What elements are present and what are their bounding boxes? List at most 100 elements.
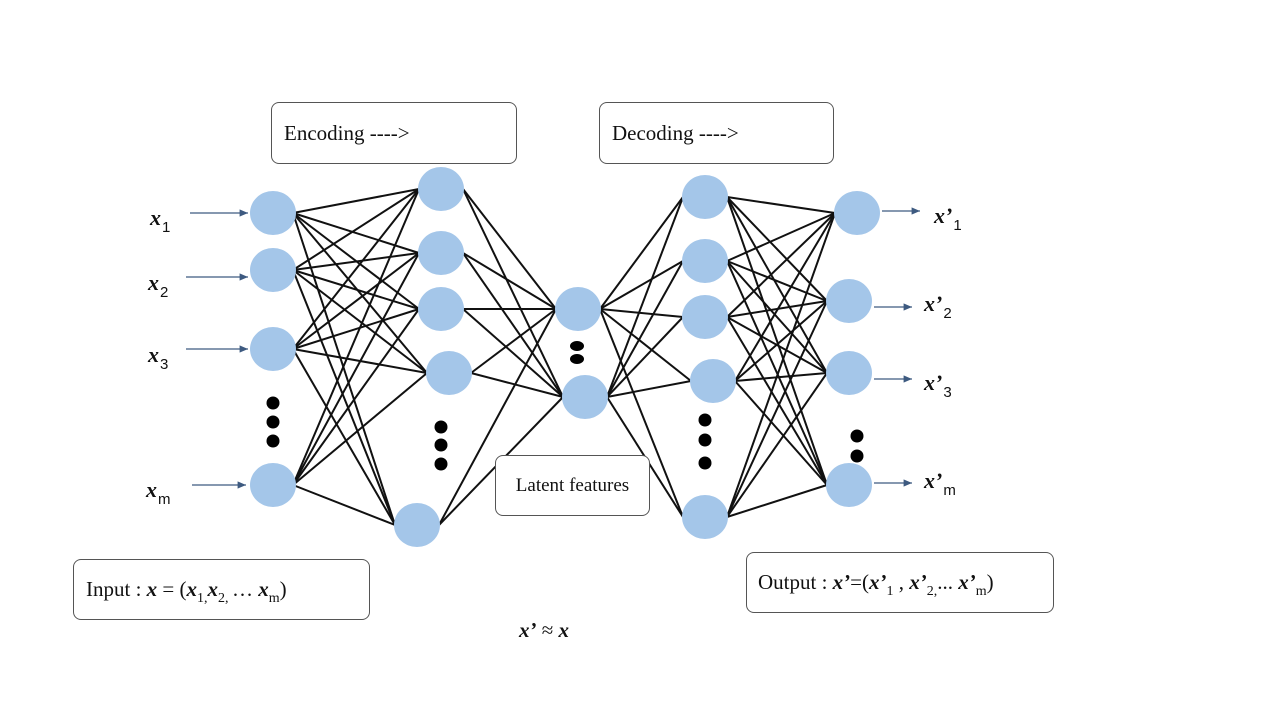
neuron-node-layer-2 [418,287,464,331]
edge-decoder-2 [726,484,828,518]
neuron-node-layer-1 [250,191,296,235]
edge-encoder-1 [292,188,420,350]
output-label-1: x’1 [934,203,962,234]
connection-lines [292,188,836,526]
neuron-node-layer-5 [826,463,872,507]
output-formula-box: Output : x’=(x’1 , x’2,... x’m) [746,552,1054,613]
neuron-node-layer-5 [826,351,872,395]
edge-encoder-1 [292,269,396,526]
edge-encoder-1 [292,372,428,486]
neuron-node-layer-1 [250,248,296,292]
edge-encoder-1 [292,269,420,310]
output-formula: Output : x’=(x’1 , x’2,... x’m) [758,570,994,599]
ellipsis-dot [266,396,280,410]
input-label-1: x1 [150,205,171,236]
output-label-m: x’m [924,468,956,499]
edge-encoder-1 [292,308,420,350]
edge-encoder-2 [462,308,564,398]
edge-decoder-2 [726,260,828,374]
edge-decoder-2 [726,212,836,518]
edge-encoder-1 [292,188,420,486]
ellipsis-dot [266,434,280,448]
edge-decoder-1 [599,308,692,382]
edge-encoder-1 [292,188,420,271]
edge-decoder-1 [599,196,684,310]
edge-encoder-1 [292,269,428,374]
neuron-node-layer-1 [250,327,296,371]
edge-encoder-2 [470,372,564,398]
encoding-box: Encoding ----> [271,102,517,164]
edge-encoder-2 [438,308,557,526]
ellipsis-dot [850,429,864,443]
edge-encoder-1 [292,188,420,214]
edge-encoder-2 [462,252,564,398]
neuron-node-layer-3 [555,287,601,331]
ellipsis-dot [434,457,448,471]
ellipsis-dot [850,449,864,463]
edge-decoder-2 [726,196,828,374]
edge-decoder-2 [726,196,828,486]
edge-decoder-1 [606,316,684,398]
edge-encoder-1 [292,252,420,486]
output-label-3: x’3 [924,370,952,401]
edge-decoder-2 [734,380,828,486]
neuron-node-layer-2 [418,167,464,211]
neuron-node-layer-2 [418,231,464,275]
edge-encoder-1 [292,308,420,486]
neuron-node-layer-4 [682,495,728,539]
decoding-box: Decoding ----> [599,102,834,164]
ellipsis-dot [434,420,448,434]
edge-decoder-2 [726,260,828,302]
edge-decoder-2 [734,300,828,382]
edge-decoder-2 [734,372,828,382]
edge-encoder-1 [292,252,420,271]
neuron-node-layer-3 [562,375,608,419]
edge-decoder-2 [726,372,828,518]
edge-encoder-1 [292,212,428,374]
neuron-node-layer-4 [682,175,728,219]
ellipsis-dot [570,341,584,351]
edge-decoder-2 [734,212,836,382]
edge-decoder-1 [599,260,684,310]
edge-decoder-1 [599,308,684,518]
edge-decoder-2 [726,300,828,518]
edge-decoder-1 [606,196,684,398]
edge-decoder-2 [726,260,828,486]
latent-features-label: Latent features [515,474,630,496]
edge-encoder-1 [292,212,396,526]
latent-features-box: Latent features [495,455,650,516]
decoding-label: Decoding ----> [612,120,739,145]
neuron-node-layer-4 [682,239,728,283]
edge-decoder-2 [726,196,836,214]
edge-encoder-1 [292,484,396,526]
approximation-equation: x’ ≈ x [519,618,570,642]
ellipsis-dot [570,354,584,364]
edge-decoder-2 [726,212,836,318]
input-label-m: xm [146,477,171,508]
input-label-2: x2 [148,270,169,301]
edge-encoder-2 [462,188,564,398]
input-formula-box: Input : x = (x1,x2, … xm) [73,559,370,620]
neuron-node-layer-1 [250,463,296,507]
edge-decoder-2 [726,212,836,262]
neuron-node-layer-4 [690,359,736,403]
neuron-node-layer-2 [426,351,472,395]
encoding-label: Encoding ----> [284,120,410,145]
ellipsis-dot [698,456,712,470]
ellipsis-dot [266,415,280,429]
edge-decoder-2 [726,316,828,486]
neuron-node-layer-5 [834,191,880,235]
edge-decoder-1 [606,260,684,398]
ellipsis-dot [698,413,712,427]
neuron-node-layer-2 [394,503,440,547]
edge-encoder-2 [462,252,557,310]
neuron-node-layer-5 [826,279,872,323]
output-label-2: x’2 [924,291,952,322]
edge-encoder-1 [292,348,396,526]
input-label-3: x3 [148,342,169,373]
edge-encoder-2 [470,308,557,374]
edge-encoder-1 [292,252,420,350]
edge-decoder-1 [606,380,692,398]
